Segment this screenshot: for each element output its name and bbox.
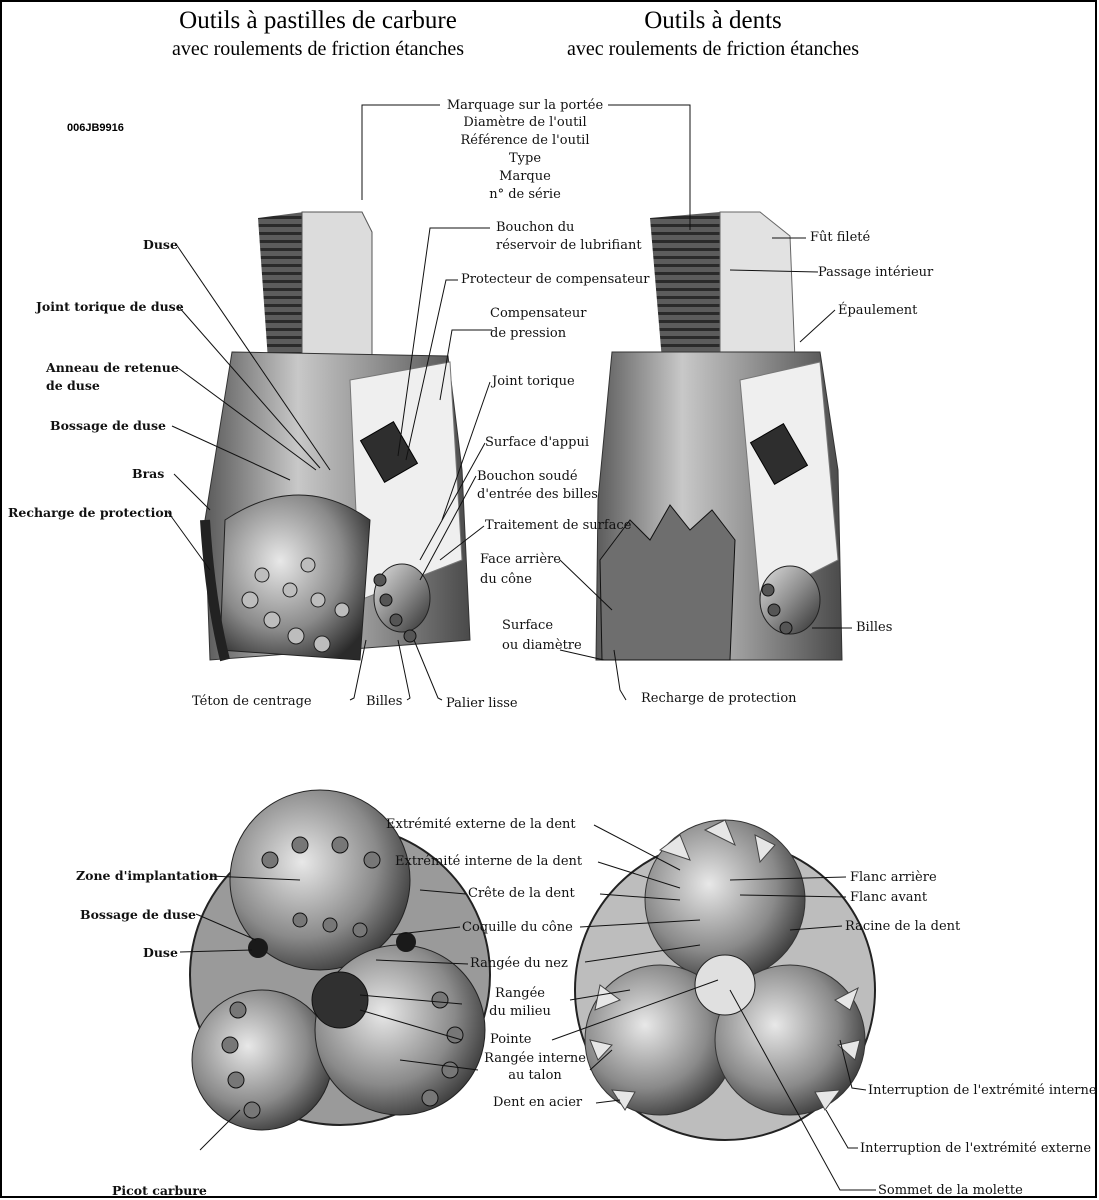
label-nozzle-bl: Duse [143,944,178,961]
nozzle-bl-2 [248,938,268,958]
label-inner-heel-2: au talon [475,1067,595,1084]
label-carbide-insert: Picot carbure [112,1182,207,1199]
label-comp-2: de pression [490,325,566,342]
label-reference: Référence de l'outil [440,132,610,149]
label-serial: n° de série [440,186,610,203]
label-inner-heel-1: Rangée interne [475,1050,595,1067]
label-ball-plug-1: Bouchon soudé [477,468,578,485]
label-comp-1: Compensateur [490,305,586,322]
label-diameter: Diamètre de l'outil [440,114,610,131]
label-nozzle-boss: Bossage de duse [50,417,166,434]
label-cone-back-1: Face arrière [480,551,561,568]
label-marking: Marquage sur la portée [440,97,610,114]
label-lub-plug-1: Bouchon du [496,219,574,236]
label-nozzle-boss-bl: Bossage de duse [80,906,196,923]
label-nozzle: Duse [143,236,178,253]
label-gauge-2: ou diamètre [502,637,582,654]
label-point: Pointe [490,1031,532,1048]
label-crest: Crête de la dent [468,885,575,902]
label-cone-shell: Coquille du cône [462,919,573,936]
label-bearing-surface: Surface d'appui [485,434,589,451]
insert-bit-cutaway [205,212,470,660]
label-inner-break: Interruption de l'extrémité interne [868,1082,1097,1099]
label-lub-plug-2: réservoir de lubrifiant [496,237,642,254]
label-front-flank: Flanc avant [850,889,927,906]
label-middle-row-2: du milieu [475,1003,565,1020]
insert-bit-bottom-view [190,790,490,1130]
label-hardfacing-right: Recharge de protection [641,690,797,707]
label-comp-protector: Protecteur de compensateur [461,271,650,288]
figure-code: 006JB9916 [67,122,124,134]
label-cone-apex: Sommet de la molette [878,1182,1023,1199]
label-outer-tip: Extrémité externe de la dent [386,816,576,833]
label-cone-back-2: du cône [480,571,532,588]
threaded-pin-right [650,212,720,360]
threaded-pin-left [258,212,304,360]
label-journal: Palier lisse [446,695,518,712]
title-tooth-line1: Outils à dents [528,6,898,36]
cone-left-bl [192,990,332,1130]
title-tooth-line2: avec roulements de friction étanches [528,36,898,62]
label-back-flank: Flanc arrière [850,869,937,886]
shank-right [720,212,795,360]
label-inner-passage: Passage intérieur [818,264,933,281]
label-balls-left: Billes [366,693,402,710]
title-tooth-bit: Outils à dents avec roulements de fricti… [528,6,898,62]
label-nozzle-oring: Joint torique de duse [36,298,184,315]
label-brand: Marque [440,168,610,185]
title-insert-line1: Outils à pastilles de carbure [128,6,508,36]
label-tooth-root: Racine de la dent [845,918,960,935]
label-retaining-ring-1: Anneau de retenue [46,359,179,376]
shank-left [302,212,372,360]
label-gauge-1: Surface [502,617,553,634]
label-nose-row: Rangée du nez [470,955,568,972]
title-insert-bit: Outils à pastilles de carbure avec roule… [128,6,508,62]
label-steel-tooth: Dent en acier [493,1094,582,1111]
label-pilot-pin: Téton de centrage [192,693,312,710]
label-surface-treatment: Traitement de surface [485,517,631,534]
label-shoulder: Épaulement [838,302,917,319]
center-point-bl [312,972,368,1028]
label-threaded-pin: Fût fileté [810,229,870,246]
label-insert-zone: Zone d'implantation [76,867,218,884]
nozzle-bl [396,932,416,952]
label-inner-tip: Extrémité interne de la dent [395,853,582,870]
label-hardfacing-left: Recharge de protection [8,504,173,521]
tooth-bit-bottom-view [575,820,875,1140]
label-arm: Bras [132,465,164,482]
label-outer-break: Interruption de l'extrémité externe [860,1140,1091,1157]
label-ball-plug-2: d'entrée des billes [477,486,598,503]
label-oring: Joint torique [492,373,575,390]
label-balls-right: Billes [856,619,892,636]
label-retaining-ring-2: de duse [46,377,100,394]
label-middle-row-1: Rangée [475,985,565,1002]
label-type: Type [440,150,610,167]
title-insert-line2: avec roulements de friction étanches [128,36,508,62]
